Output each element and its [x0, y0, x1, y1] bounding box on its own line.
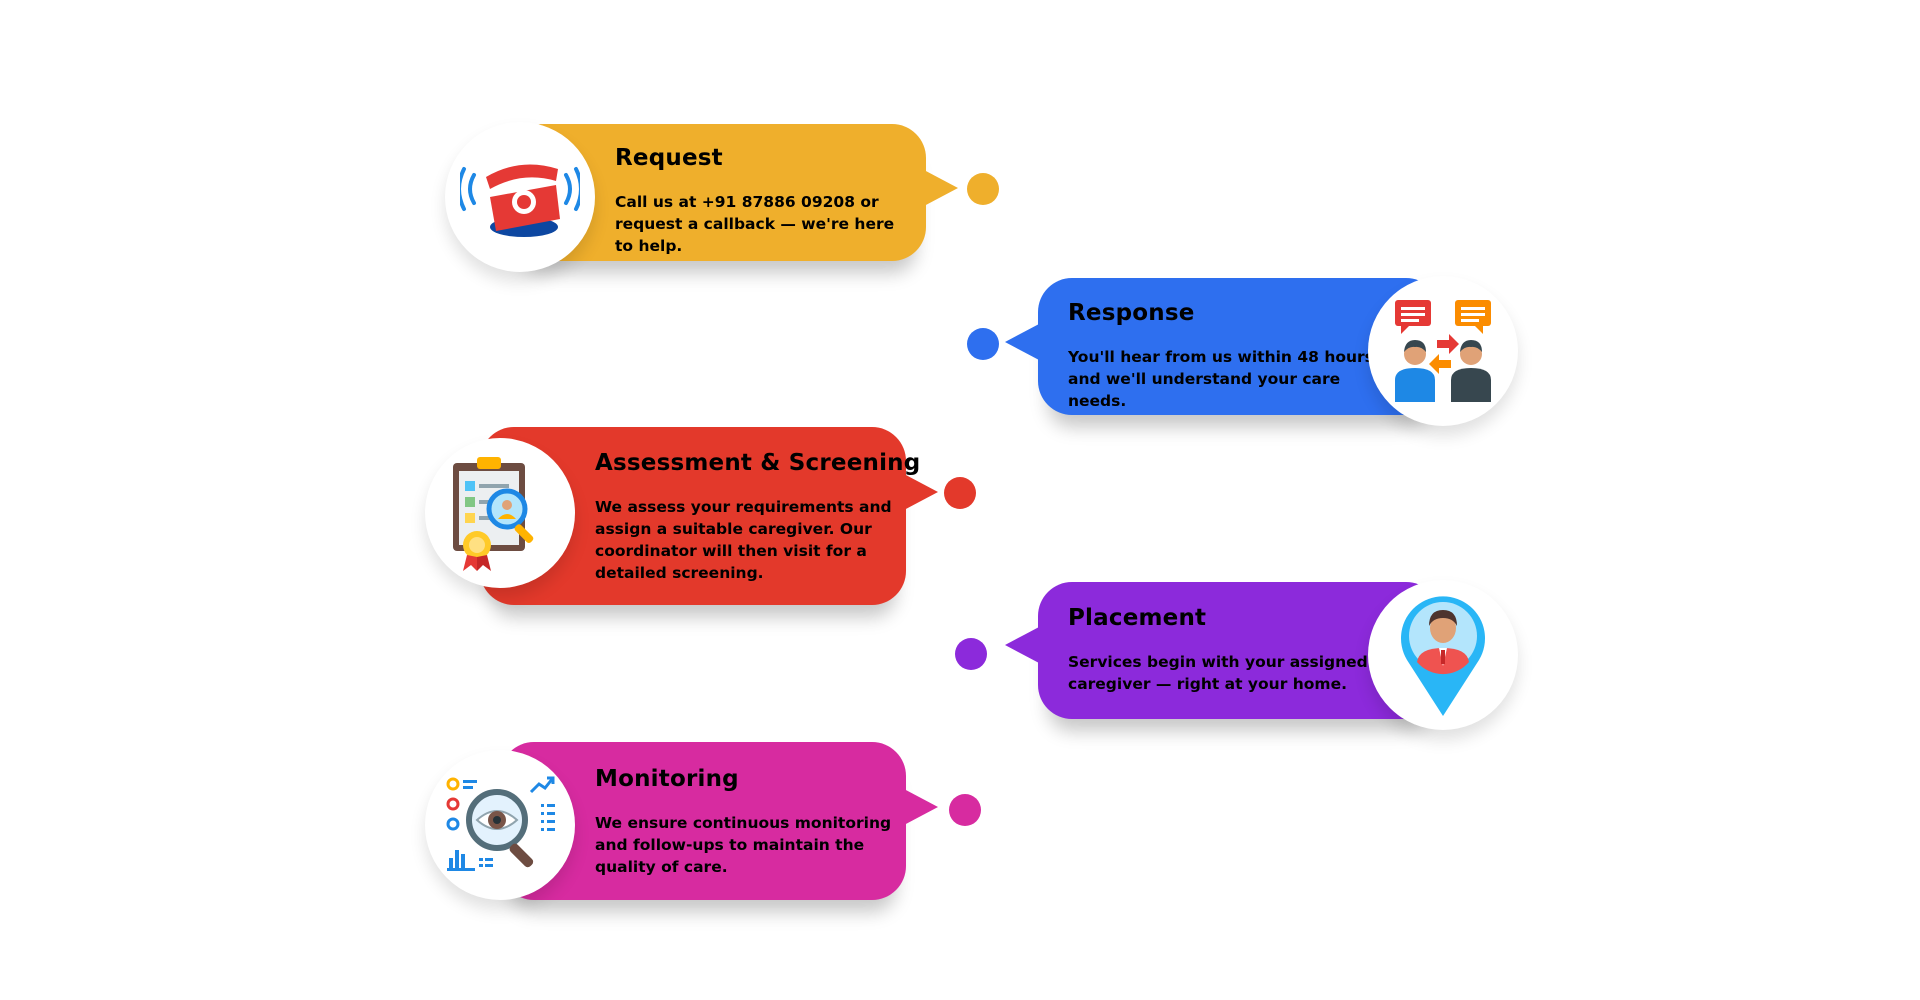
step-description-assessment: We assess your requirements and assign a…: [595, 498, 892, 582]
step-dot-placement: [955, 638, 987, 670]
step-description-response: You'll hear from us within 48 hours, and…: [1068, 348, 1380, 410]
step-description-request: Call us at +91 87886 09208 or request a …: [615, 193, 895, 255]
step-title-monitoring: Monitoring: [595, 766, 739, 792]
analytics-magnifier-icon: [446, 776, 555, 871]
location-person-icon: [1401, 596, 1485, 716]
step-dot-response: [967, 328, 999, 360]
step-pointer-placement: [1005, 627, 1039, 663]
step-title-request: Request: [615, 145, 723, 171]
step-icon-circle-assessment: [425, 438, 575, 588]
step-title-assessment: Assessment & Screening: [595, 450, 921, 476]
step-icon-circle-response: [1368, 276, 1518, 426]
step-dot-request: [967, 173, 999, 205]
step-pointer-assessment: [904, 474, 938, 510]
step-pointer-monitoring: [904, 789, 938, 825]
step-description-monitoring: We ensure continuous monitoring and foll…: [595, 814, 892, 876]
step-pointer-response: [1005, 324, 1039, 360]
clipboard-search-icon: [453, 457, 534, 571]
step-icon-circle-monitoring: [425, 750, 575, 900]
step-icon-circle-placement: [1368, 580, 1518, 730]
conversation-icon: [1395, 300, 1491, 402]
step-icon-circle-request: [445, 122, 595, 272]
step-title-placement: Placement: [1068, 605, 1207, 631]
telephone-icon: [460, 164, 580, 237]
step-pointer-request: [924, 170, 958, 206]
step-dot-monitoring: [949, 794, 981, 826]
step-dot-assessment: [944, 477, 976, 509]
step-description-placement: Services begin with your assigned caregi…: [1068, 653, 1368, 693]
step-title-response: Response: [1068, 300, 1195, 326]
